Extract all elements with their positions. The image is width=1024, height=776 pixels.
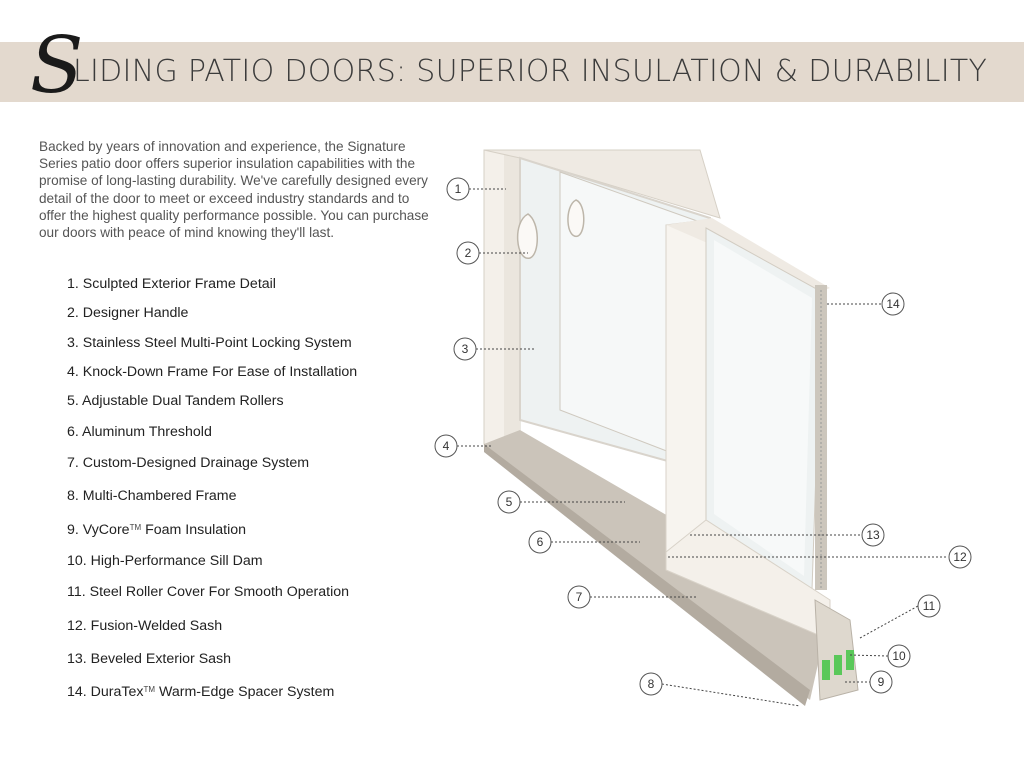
handle-reflection: [567, 199, 585, 237]
threshold-edge: [484, 444, 810, 706]
callout-6: 6: [528, 530, 552, 554]
feature-item-6: 6. Aluminum Threshold: [67, 424, 212, 440]
feature-item-3: 3. Stainless Steel Multi-Point Locking S…: [67, 335, 352, 351]
feature-item-12: 12. Fusion-Welded Sash: [67, 618, 223, 634]
callout-14-label: 14: [886, 297, 900, 311]
callout-11-label: 11: [923, 599, 936, 613]
leader-lines: [457, 188, 948, 707]
callout-8-label: 8: [648, 677, 655, 691]
callout-9-label: 9: [878, 675, 885, 689]
callout-14: 14: [881, 292, 905, 316]
feature-item-11: 11. Steel Roller Cover For Smooth Operat…: [67, 584, 350, 600]
feature-item-9-text-after: Foam Insulation: [141, 522, 247, 538]
feature-item-14-text-after: Warm-Edge Spacer System: [155, 684, 335, 700]
threshold: [484, 430, 830, 700]
trademark-mark: TM: [143, 685, 156, 694]
feature-item-4: 4. Knock-Down Frame For Ease of Installa…: [67, 364, 358, 380]
callout-12-label: 12: [953, 550, 967, 564]
foam-insulation: [846, 650, 854, 670]
callout-7: 7: [567, 585, 591, 609]
callout-3-label: 3: [462, 342, 469, 356]
callout-3: 3: [453, 337, 477, 361]
feature-item-1: 1. Sculpted Exterior Frame Detail: [67, 276, 276, 292]
foam-insulation: [834, 655, 842, 675]
callout-2: 2: [456, 241, 480, 265]
title-initial: S: [30, 21, 84, 111]
callout-8: 8: [639, 672, 663, 696]
door-cross-section-illustration: [457, 149, 948, 707]
feature-item-2: 2. Designer Handle: [67, 305, 189, 321]
intro-paragraph: Backed by years of innovation and experi…: [39, 139, 429, 241]
feature-item-7: 7. Custom-Designed Drainage System: [67, 455, 310, 471]
callout-4: 4: [434, 434, 458, 458]
callout-13-label: 13: [866, 528, 880, 542]
page-title: LIDING PATIO DOORS: SUPERIOR INSULATION …: [73, 54, 988, 89]
callout-1-label: 1: [455, 182, 462, 196]
feature-item-14-text: 14. DuraTex: [67, 684, 144, 700]
outer-frame-jamb-inner: [504, 150, 520, 460]
trademark-mark: TM: [129, 523, 142, 532]
frame-head: [483, 149, 721, 219]
feature-item-13: 13. Beveled Exterior Sash: [67, 651, 232, 667]
feature-item-8: 8. Multi-Chambered Frame: [67, 488, 237, 504]
callout-4-label: 4: [443, 439, 450, 453]
callout-5: 5: [497, 490, 521, 514]
sliding-sash-pane: [714, 240, 812, 576]
callout-13: 13: [861, 523, 885, 547]
callout-9: 9: [869, 670, 893, 694]
callout-10-label: 10: [892, 649, 906, 663]
feature-item-14: 14. DuraTexTM Warm-Edge Spacer System: [67, 684, 334, 700]
feature-item-9-text: 9. VyCore: [67, 522, 130, 538]
callout-1: 1: [446, 177, 470, 201]
callout-12: 12: [948, 545, 972, 569]
callout-11: 11: [917, 594, 941, 618]
callout-2-label: 2: [465, 246, 472, 260]
callout-10: 10: [887, 644, 911, 668]
callout-7-label: 7: [576, 590, 583, 604]
designer-handle: [516, 213, 538, 259]
warm-edge-spacer: [815, 285, 827, 590]
feature-item-10: 10. High-Performance Sill Dam: [67, 553, 263, 569]
foam-insulation: [822, 660, 830, 680]
callout-5-label: 5: [506, 495, 513, 509]
header-band: [0, 42, 1024, 102]
callout-6-label: 6: [537, 535, 544, 549]
feature-item-5: 5. Adjustable Dual Tandem Rollers: [67, 393, 284, 409]
feature-item-9: 9. VyCoreTM Foam Insulation: [67, 522, 246, 538]
